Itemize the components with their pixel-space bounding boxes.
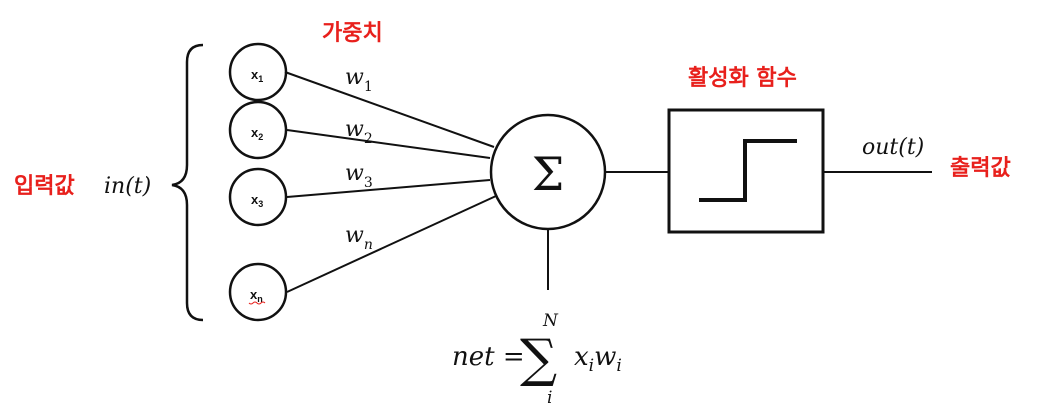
weight-label-2: w2 [345,117,373,147]
input-node-2: x2 [228,100,288,160]
input-label: 입력값 [14,174,75,199]
output-label: 출력값 [950,156,1011,181]
svg-text:x1: x1 [251,67,263,84]
input-node-1: x1 [228,42,288,102]
connection-line-n [286,195,497,293]
formula-sigma: ∑ [520,329,557,389]
input-node-3: x3 [228,167,288,227]
formula-lower-limit: i [547,388,552,408]
weight-label-n: wn [345,223,373,253]
net-lhs: net = [452,342,525,372]
connection-line-1 [284,71,495,148]
formula-term: xiwi [574,342,622,376]
weight-label-1: w1 [345,65,373,95]
input-function-label: in(t) [104,174,151,199]
svg-text:x2: x2 [251,125,263,142]
net-formula: net = ∑ N i xiwi [452,311,622,408]
connection-line-2 [286,129,491,159]
formula-upper-limit: N [542,311,559,331]
input-brace [171,43,204,322]
spellcheck-underline [248,301,266,305]
weights-label: 가중치 [322,21,383,46]
summation-node: Σ [489,113,607,231]
input-node-n: xn [228,262,288,322]
svg-text:x3: x3 [251,192,263,209]
activation-label: 활성화 함수 [688,66,797,91]
summation-symbol: Σ [532,147,565,201]
step-function-icon [699,139,797,202]
svg-text:xn: xn [250,287,263,304]
activation-function-box [667,108,825,234]
output-function-label: out(t) [862,135,924,160]
connection-line-3 [286,179,491,198]
weight-label-3: w3 [345,161,373,191]
